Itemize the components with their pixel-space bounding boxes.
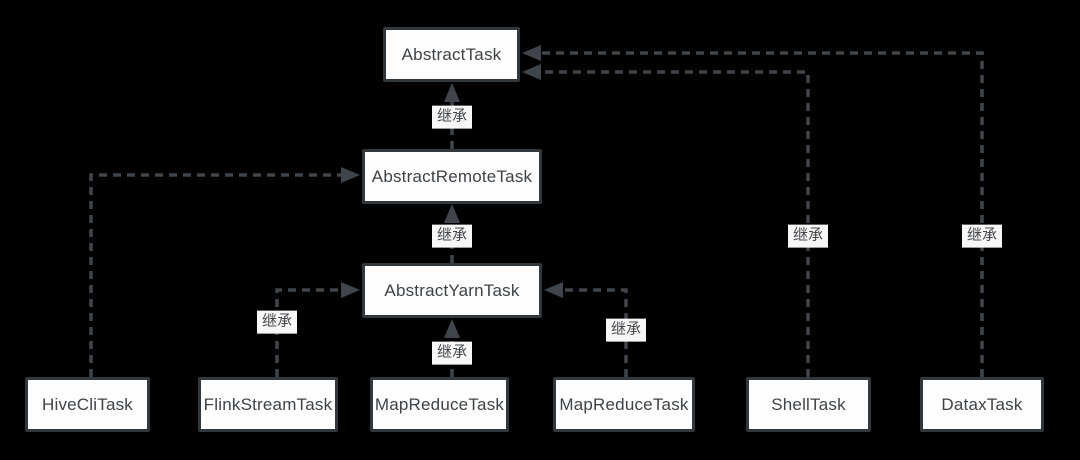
arrowhead-left-icon xyxy=(522,64,541,80)
edge-datax-to-abstract xyxy=(541,51,984,377)
inherit-label: 继承 xyxy=(431,341,473,365)
edge-shell-to-abstract xyxy=(541,70,810,377)
edge-mapreduce2-to-yarn xyxy=(562,288,628,377)
node-abstract-remote-task: AbstractRemoteTask xyxy=(362,149,542,204)
arrowhead-up-icon xyxy=(444,319,460,338)
arrowhead-right-icon xyxy=(341,167,360,183)
inherit-label: 继承 xyxy=(431,105,473,129)
node-shell-task: ShellTask xyxy=(746,377,871,432)
inherit-label: 继承 xyxy=(431,224,473,248)
arrowhead-up-icon xyxy=(444,204,460,223)
edge-flink-to-yarn xyxy=(275,288,342,377)
node-datax-task: DataxTask xyxy=(920,377,1044,432)
inherit-label: 继承 xyxy=(961,224,1003,248)
node-map-reduce-task-1: MapReduceTask xyxy=(370,377,509,432)
node-abstract-yarn-task: AbstractYarnTask xyxy=(362,263,542,318)
node-map-reduce-task-2: MapReduceTask xyxy=(553,377,695,432)
inherit-label: 继承 xyxy=(605,318,647,342)
arrowhead-up-icon xyxy=(444,83,460,102)
arrowhead-left-icon xyxy=(522,45,541,61)
arrowhead-left-icon xyxy=(544,282,563,298)
inherit-label: 继承 xyxy=(256,310,298,334)
node-flink-stream-task: FlinkStreamTask xyxy=(198,377,338,432)
arrowhead-right-icon xyxy=(341,282,360,298)
inherit-label: 继承 xyxy=(787,224,829,248)
node-abstract-task: AbstractTask xyxy=(383,27,520,82)
edge-hivecli-to-remote xyxy=(89,173,342,377)
node-hive-cli-task: HiveCliTask xyxy=(25,377,150,432)
